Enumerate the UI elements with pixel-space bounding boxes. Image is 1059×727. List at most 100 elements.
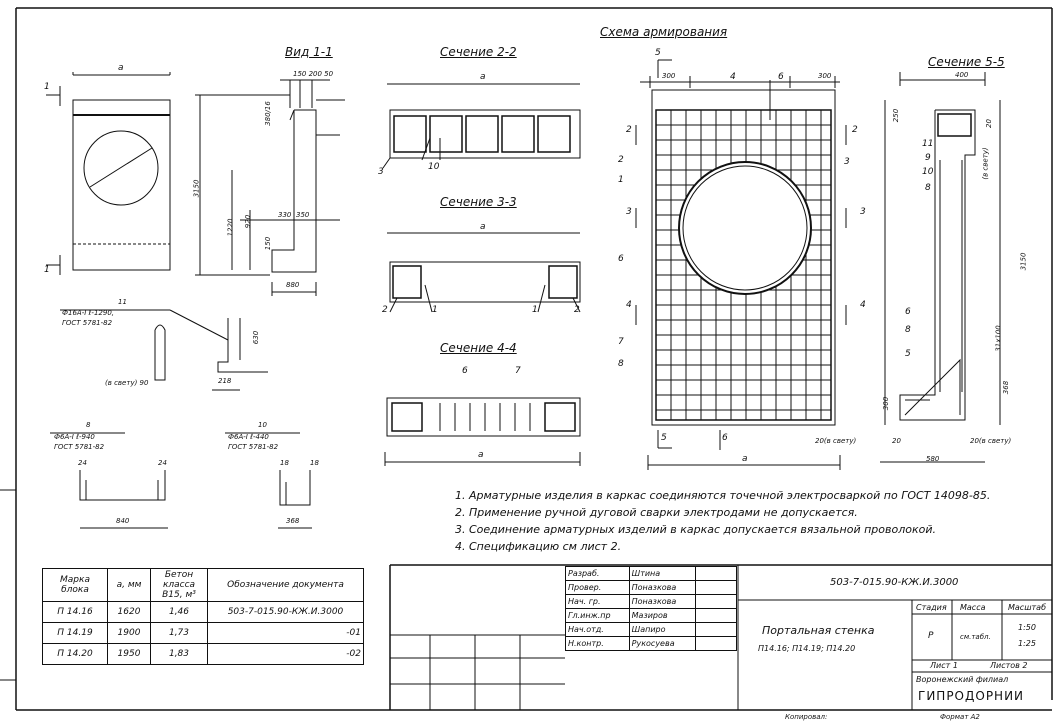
tb-name: Поназкова — [628, 594, 697, 609]
note-3: 3. Соединение арматурных изделий в карка… — [455, 523, 936, 536]
section55 — [880, 72, 1001, 463]
detail11-dim218: 218 — [218, 377, 232, 385]
dim-920: 920 — [244, 214, 253, 229]
spec-cell: П 14.16 — [42, 601, 108, 623]
doc-code: 503-7-015.90-КЖ.И.3000 — [830, 577, 959, 588]
dim-350: 350 — [296, 211, 310, 219]
sec33-item1-right: 1 — [532, 305, 538, 315]
tb-role: Гл.инж.пр — [565, 608, 630, 623]
sec55-item8-mid: 8 — [905, 325, 911, 335]
mass-value: см.табл. — [960, 633, 991, 641]
detail8 — [50, 432, 168, 529]
schema-dim300-left: 300 — [662, 72, 676, 80]
table-row: Гл.инж.пр Мазиров — [565, 608, 737, 623]
tb-name: Шапиро — [628, 622, 697, 637]
schema-cut3-right: 3 — [860, 207, 866, 217]
project-subtitle: П14.16; П14.19; П14.20 — [758, 644, 856, 653]
table-row: Разраб. Штина — [565, 566, 737, 581]
sec33-item2-left: 2 — [382, 305, 388, 315]
col-mass: Масса — [960, 603, 986, 612]
section55-title: Сечение 5-5 — [928, 55, 1005, 69]
spec-cell: 1620 — [107, 601, 151, 623]
table-row: Нач. гр. Поназкова — [565, 594, 737, 609]
section33-title: Сечение 3-3 — [440, 195, 517, 209]
cut-label-1-top: 1 — [44, 82, 50, 92]
spec-cell: 503-7-015.90-КЖ.И.3000 — [207, 601, 364, 623]
sec44-item7: 7 — [515, 366, 521, 376]
tb-sign — [695, 608, 737, 623]
dim-1220: 1220 — [226, 218, 235, 237]
format-label: Формат А2 — [940, 713, 980, 721]
sec33-item1-left: 1 — [432, 305, 438, 315]
detail8-dim24-right: 24 — [158, 459, 167, 467]
dim-380-16: 380/16 — [263, 101, 272, 126]
col-stage: Стадия — [916, 603, 947, 612]
schema-title: Схема армирования — [600, 25, 728, 39]
sec44-item6: 6 — [462, 366, 468, 376]
sec55-item11: 11 — [922, 139, 934, 149]
sec22-item3: 3 — [378, 167, 384, 177]
signature-table: Разраб. Штина Провер. Поназкова Нач. гр.… — [565, 566, 737, 651]
sec22-item10: 10 — [428, 162, 440, 172]
sec55-item5: 5 — [905, 349, 911, 359]
detail10 — [225, 432, 312, 529]
detail11-number: 11 — [118, 298, 127, 306]
tb-sign — [695, 636, 737, 651]
col-scale: Масштаб — [1008, 603, 1047, 612]
detail11-gost: ГОСТ 5781-82 — [62, 319, 113, 327]
cut-label-1-bottom: 1 — [44, 265, 50, 275]
detail11-rebar: Ф16А-I ℓ-1290, — [62, 309, 114, 317]
dim-a-sec33: a — [480, 222, 486, 232]
table-row: П 14.20 1950 1,83 -02 — [42, 643, 364, 665]
spec-cell: 1,83 — [150, 643, 208, 665]
spec-cell: 1,46 — [150, 601, 208, 623]
view11-side — [195, 79, 345, 296]
table-row: Н.контр. Рукосуева — [565, 636, 737, 651]
view11-front — [46, 72, 171, 275]
schema-cut4-right: 4 — [860, 300, 866, 310]
detail8-gost: ГОСТ 5781-82 — [54, 443, 105, 451]
section44-title: Сечение 4-4 — [440, 341, 517, 355]
schema-cut5-top: 5 — [655, 48, 661, 58]
schema-item2: 2 — [618, 155, 624, 165]
detail11-inlight: (в свету) 90 — [105, 379, 149, 387]
dim-150-200-50: 150 200 50 — [293, 70, 334, 78]
sheet-count: Листов 2 — [990, 661, 1028, 670]
tb-role: Провер. — [565, 580, 630, 595]
sec55-dim20-left: 20 — [892, 437, 901, 445]
schema-dim20-light: 20(в свету) — [815, 437, 857, 445]
dim-a-view11: a — [118, 63, 124, 73]
dim-3150: 3150 — [192, 179, 201, 198]
tb-role: Нач.отд. — [565, 622, 630, 637]
detail10-number: 10 — [258, 421, 267, 429]
detail10-dim18-left: 18 — [280, 459, 289, 467]
spec-header-row: Марка блока a, мм Бетон класса В15, м³ О… — [42, 568, 364, 602]
schema-item6-top: 6 — [778, 72, 784, 82]
note-4: 4. Спецификацию см лист 2. — [455, 540, 622, 553]
spec-header-concrete: Бетон класса В15, м³ — [150, 568, 208, 602]
sec55-dim3150: 3150 — [1019, 252, 1028, 271]
sec55-dim368: 368 — [1002, 380, 1011, 395]
sec33-item2-right: 2 — [574, 305, 580, 315]
tb-sign — [695, 566, 737, 581]
dim-150-side: 150 — [264, 236, 273, 251]
organization-name: ГИПРОДОРНИИ — [918, 689, 1025, 703]
schema-cut5-bottom: 5 — [661, 433, 667, 443]
stage-value: Р — [928, 631, 934, 641]
schema-cut2-left: 2 — [626, 125, 632, 135]
table-row: П 14.16 1620 1,46 503-7-015.90-КЖ.И.3000 — [42, 601, 364, 623]
spec-header-doc: Обозначение документа — [207, 568, 364, 602]
detail8-rebar: Ф6А-I ℓ-940 — [54, 433, 95, 441]
schema-item6-bottom: 6 — [722, 433, 728, 443]
organization: Воронежский филиал — [916, 675, 1009, 684]
spec-cell: -02 — [207, 643, 364, 665]
tb-role: Нач. гр. — [565, 594, 630, 609]
detail8-number: 8 — [86, 421, 91, 429]
schema-dim300-right: 300 — [818, 72, 832, 80]
sec55-dim31x100: 31x100 — [994, 325, 1003, 352]
tb-sign — [695, 594, 737, 609]
note-1: 1. Арматурные изделия в каркас соединяют… — [455, 489, 991, 502]
scale-value-2: 1:25 — [1018, 639, 1036, 648]
notes-block: 1. Арматурные изделия в каркас соединяют… — [455, 490, 1045, 552]
sec55-dim300: 300 — [882, 396, 891, 411]
